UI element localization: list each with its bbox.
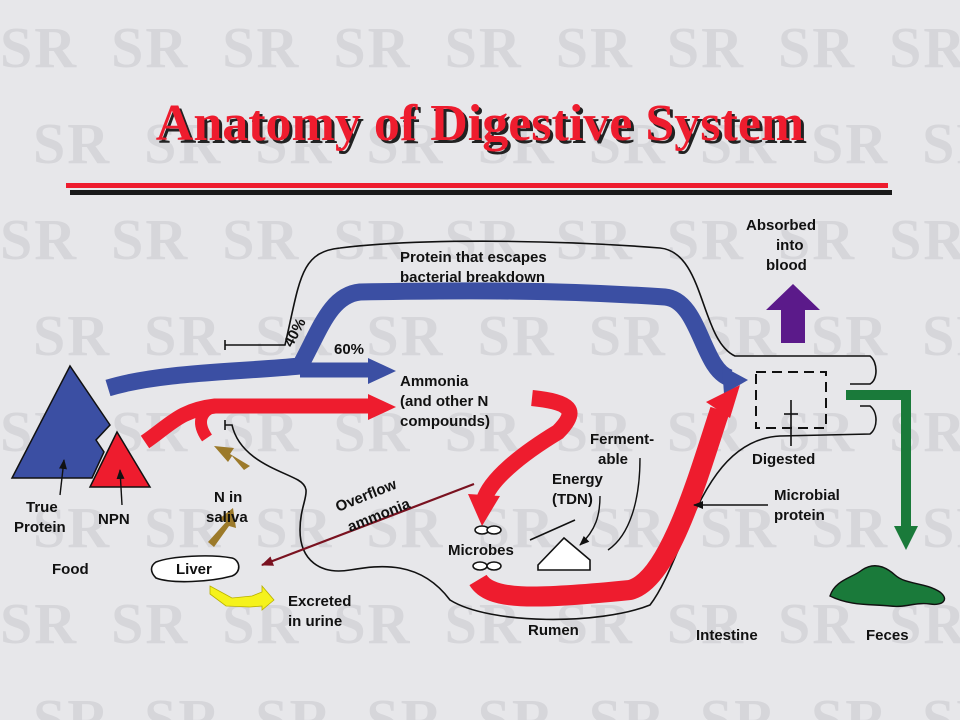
label-true-protein-line1: True [26, 499, 58, 516]
label-intestine: Intestine [696, 627, 758, 644]
label-microbes: Microbes [448, 542, 514, 559]
label-feces: Feces [866, 627, 909, 644]
label-npn: NPN [98, 511, 130, 528]
npn-saliva-hook [195, 400, 218, 442]
fermentable-pointer [579, 495, 601, 546]
microbes-icon [472, 525, 502, 571]
label-excreted-line1: Excreted [288, 593, 351, 610]
label-absorbed-line2: into [776, 237, 804, 254]
label-liver: Liver [176, 561, 212, 578]
energy-tdn-icon [537, 536, 591, 571]
microbial-protein-flow [469, 406, 730, 607]
microbial-protein-arrowhead [706, 385, 740, 418]
excreted-in-urine-arrow [209, 584, 275, 611]
protein-to-ammonia-arrowhead [368, 358, 396, 384]
absorbed-into-blood-arrow [766, 284, 820, 343]
label-protein-escape-line2: bacterial breakdown [400, 269, 545, 286]
feces-arrowhead [894, 526, 918, 550]
food-pyramid-icon [10, 364, 152, 488]
feces-flow [846, 390, 911, 530]
protein-bypass-arrowhead [722, 366, 748, 394]
label-excreted-line2: in urine [288, 613, 342, 630]
npn-pointer [116, 469, 125, 506]
true-protein-pointer [59, 459, 67, 496]
protein-bypass-flow [105, 282, 734, 397]
label-n-saliva-line2: saliva [206, 509, 248, 526]
label-microbial-protein-line1: Microbial [774, 487, 840, 504]
label-ammonia-line2: (and other N [400, 393, 488, 410]
label-microbial-protein-line2: protein [774, 507, 825, 524]
label-energy-line2: (TDN) [552, 491, 593, 508]
label-digested: Digested [752, 451, 815, 468]
label-rumen: Rumen [528, 622, 579, 639]
label-absorbed-line3: blood [766, 257, 807, 274]
liver-icon [150, 555, 240, 583]
npn-to-ammonia-flow [140, 398, 372, 449]
energy-to-microbes-line [529, 519, 576, 541]
title-underline [66, 183, 888, 188]
liver-to-saliva-arrow [208, 508, 236, 547]
label-ammonia-line1: Ammonia [400, 373, 469, 390]
label-pct-60: 60% [334, 341, 364, 358]
ammonia-to-microbes-arrowhead [468, 494, 500, 526]
digestive-tract-outline [225, 240, 877, 621]
label-true-protein-line2: Protein [14, 519, 66, 536]
fermentable-line [607, 457, 641, 551]
label-n-saliva-line1: N in [214, 489, 242, 506]
label-absorbed-line1: Absorbed [746, 217, 816, 234]
npn-to-ammonia-arrowhead [368, 394, 396, 420]
label-fermentable-line1: Ferment- [590, 431, 654, 448]
feces-icon [829, 564, 946, 608]
overflow-ammonia-line [261, 482, 475, 567]
slide-title: Anatomy of Digestive System [155, 95, 805, 152]
ammonia-to-microbes-flow [476, 390, 578, 503]
label-energy-line1: Energy [552, 471, 604, 488]
saliva-to-rumen-arrow [214, 446, 250, 470]
label-ammonia-line3: compounds) [400, 413, 490, 430]
title-underline-shadow [70, 190, 892, 195]
label-protein-escape-line1: Protein that escapes [400, 249, 547, 266]
label-food: Food [52, 561, 89, 578]
label-fermentable-line2: able [598, 451, 628, 468]
